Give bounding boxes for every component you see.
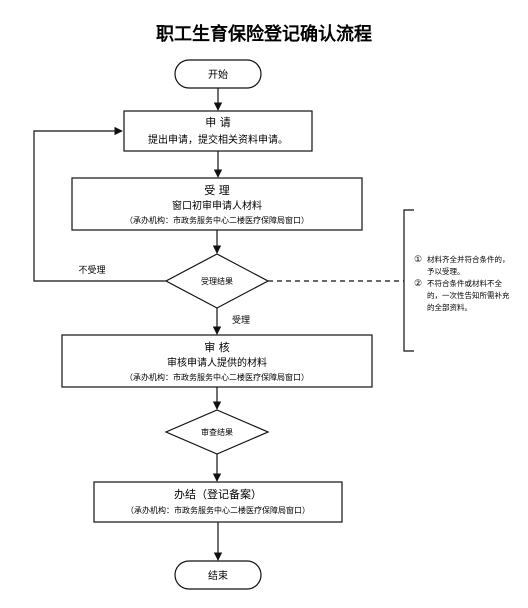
finish-box [93, 481, 343, 523]
review-heading: 审 核 [204, 340, 230, 354]
note-1-marker: ① [414, 255, 422, 265]
finish-org: （承办机构：市政务服务中心二楼医疗保障局窗口） [126, 505, 310, 515]
accept-heading: 受 理 [204, 184, 230, 197]
note-2-line-2: 的，一次性告知所需补充 [427, 290, 510, 300]
end-label: 结束 [208, 569, 228, 582]
note-1-line-1: 材料齐全并符合条件的， [427, 254, 510, 264]
apply-heading: 申 请 [205, 116, 231, 129]
accept-decision-label: 受理结果 [201, 276, 233, 286]
review-desc: 审核申请人提供的材料 [167, 356, 267, 369]
not-accepted-label: 不受理 [78, 264, 105, 276]
end-terminal [174, 560, 262, 590]
note-2-line-1: 不符合条件或材料不全 [427, 278, 502, 288]
loop-not-accepted [33, 126, 166, 282]
page-title: 职工生育保险登记确认流程 [156, 23, 372, 45]
notes-bracket [403, 209, 414, 352]
accepted-label: 受理 [232, 314, 250, 326]
review-decision-label: 审查结果 [201, 427, 233, 437]
finish-heading: 办结（登记备案） [174, 487, 262, 501]
apply-box [123, 110, 313, 152]
review-org: （承办机构：市政务服务中心二楼医疗保障局窗口） [125, 372, 309, 382]
note-2-marker: ② [414, 279, 422, 289]
accept-org: （承办机构：市政务服务中心二楼医疗保障局窗口） [125, 215, 309, 225]
apply-desc: 提出申请，提交相关资料申请。 [148, 133, 288, 146]
accept-desc: 窗口初审申请人材料 [172, 199, 262, 212]
review-box [61, 334, 373, 388]
note-2-line-3: 的全部资料。 [427, 302, 472, 312]
note-1-line-2: 予以受理。 [427, 266, 465, 276]
start-label: 开始 [208, 68, 228, 81]
